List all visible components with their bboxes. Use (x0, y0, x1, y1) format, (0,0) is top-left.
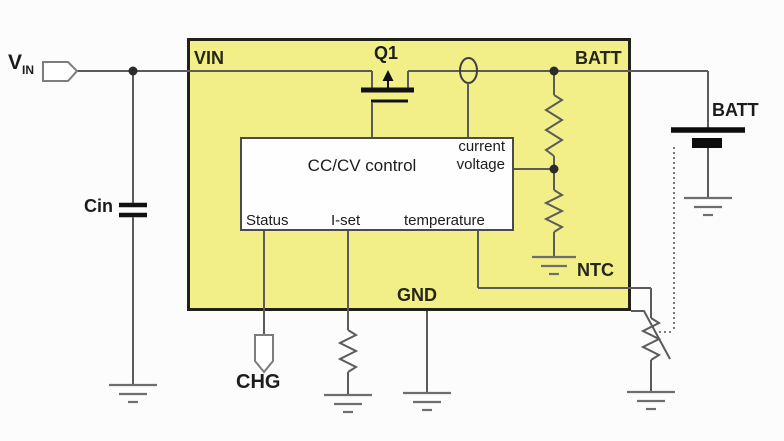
chg-status-branch (254, 231, 274, 374)
vin-source-label: VIN (8, 52, 34, 76)
control-pin-current-label: current (458, 138, 505, 155)
chg-connector-icon (254, 334, 274, 374)
vin-source-sub: IN (22, 63, 35, 78)
chg-output-label: CHG (236, 371, 281, 393)
mosfet-q1-icon (361, 70, 414, 137)
transistor-q1-label: Q1 (374, 43, 399, 63)
resistor-icon (337, 329, 359, 373)
control-pin-status-label: Status (246, 212, 289, 229)
ground-icon (109, 383, 157, 404)
vin-connector-icon (42, 61, 79, 82)
ic-pin-gnd-label: GND (397, 285, 437, 305)
cc-cv-control-block (240, 137, 514, 231)
control-pin-iset-label: I-set (331, 212, 361, 229)
ic-pin-ntc-label: NTC (577, 260, 614, 280)
junction-dot (549, 164, 559, 174)
ground-icon (532, 255, 576, 276)
junction-dots (128, 66, 559, 174)
vin-source-main: V (8, 51, 23, 74)
resistor-icon (543, 189, 565, 233)
ground-icon (684, 196, 732, 217)
junction-dot (128, 66, 138, 76)
battery-label: BATT (712, 100, 759, 120)
junction-dot (549, 66, 559, 76)
resistor-icon (544, 94, 564, 157)
iset-resistor-branch (337, 231, 359, 395)
control-pin-temperature-label: temperature (404, 212, 485, 229)
control-block-title: CC/CV control (307, 156, 417, 175)
ic-pin-vin-label: VIN (194, 48, 225, 68)
control-pin-voltage-label: voltage (456, 156, 505, 173)
current-sense-icon (459, 57, 478, 137)
ground-icon (403, 391, 451, 412)
ic-pin-batt-label: BATT (575, 48, 622, 68)
ground-icon (627, 390, 675, 411)
cin-capacitor-label: Cin (84, 196, 113, 216)
battery-symbol-icon (671, 127, 745, 198)
cin-capacitor-icon (119, 71, 147, 385)
feedback-divider-resistors (514, 71, 565, 257)
thermal-coupling-dotted-line (659, 147, 675, 333)
ground-icon (324, 393, 372, 414)
ground-symbols (109, 196, 732, 414)
ntc-thermistor-branch (477, 231, 671, 392)
